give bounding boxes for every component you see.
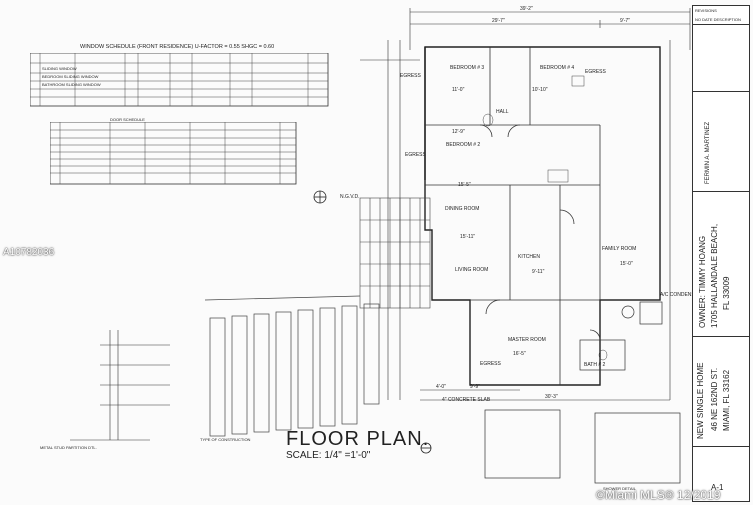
scale-note: SCALE: 1/4" =1'-0" [286,450,371,461]
project-address-1: 46 NE 162ND ST. [710,367,719,431]
shower-detail-label: SHOWER DETAIL [603,486,636,491]
room-dim: 11'-0" [452,87,465,93]
egress-label: EGRESS [480,361,501,367]
title-block: REVISIONS NO DATE DESCRIPTION FERMIN A. … [692,5,750,502]
door-schedule-title: DOOR SCHEDULE [110,117,145,122]
room-dim: 15'-11" [460,234,476,240]
mls-credit-watermark: ©Miami MLS® 12/2019 [596,488,721,502]
bottom-dim: 9'-9" [470,384,480,390]
room-label: BEDROOM # 3 [450,65,485,71]
floor-plan-title: FLOOR PLAN. [286,428,430,450]
room-label: KITCHEN [518,254,540,260]
room-label: HALL [496,109,509,115]
room-label: FAMILY ROOM [602,246,637,252]
listing-id-watermark: A10782036 [3,247,55,258]
project-address-2: MIAMI, FL 33162 [722,369,731,431]
room-label: MASTER ROOM [508,337,546,343]
revisions-header: REVISIONS [695,8,717,13]
room-label: DINING ROOM [445,206,480,212]
owner-address-1: 1705 HALLANDALE BEACH, [710,223,719,328]
owner-address-2: FL 33009 [722,276,731,310]
ngvd-label: N.G.V.D. [340,194,360,200]
bottom-dim: 30'-3" [545,394,558,400]
room-label: BEDROOM # 2 [446,142,481,148]
door-schedule-table [50,122,297,185]
ws-row2: BEDROOM SLIDING WINDOW [42,74,99,79]
project-name: NEW SINGLE HOME [696,362,705,439]
window-schedule-table [30,53,329,107]
ws-row1: SLIDING WINDOW [42,66,77,71]
room-label: BATH # 2 [584,362,606,368]
bottom-dim: 4'-0" [436,384,446,390]
overall-width-dim: 39'-2" [520,6,533,12]
partition-detail-label: METAL STUD PARTITION DTL. [40,445,97,450]
room-dim: 9'-11" [532,269,545,275]
egress-label: EGRESS [585,69,606,75]
top-dim-left: 29'-7" [492,18,505,24]
revisions-columns: NO DATE DESCRIPTION [695,17,741,22]
room-dim: 15'-0" [620,261,633,267]
owner-name: OWNER: TIMMY HOANG [698,235,707,328]
construction-type-label: TYPE OF CONSTRUCTION [200,437,251,442]
room-dim: 16'-5" [513,351,526,357]
room-label: BEDROOM # 4 [540,65,575,71]
room-dim: 12'-9" [452,129,465,135]
slab-label: 4" CONCRETE SLAB [442,397,491,403]
top-dim-right: 9'-7" [620,18,630,24]
ws-row3: BATHROOM SLIDING WINDOW [42,82,101,87]
room-dim: 10'-10" [532,87,548,93]
room-dim: 15'-5" [458,182,471,188]
condenser-label: A/C CONDENSER [660,292,702,298]
window-schedule-title: WINDOW SCHEDULE (FRONT RESIDENCE) U-FACT… [80,44,275,50]
engineer-name: FERMIN A. MARTINEZ [705,121,711,184]
sheet-number: A-1 [711,483,724,492]
egress-label: EGRESS [400,73,421,79]
egress-label: EGRESS [405,152,426,158]
room-label: LIVING ROOM [455,267,489,273]
